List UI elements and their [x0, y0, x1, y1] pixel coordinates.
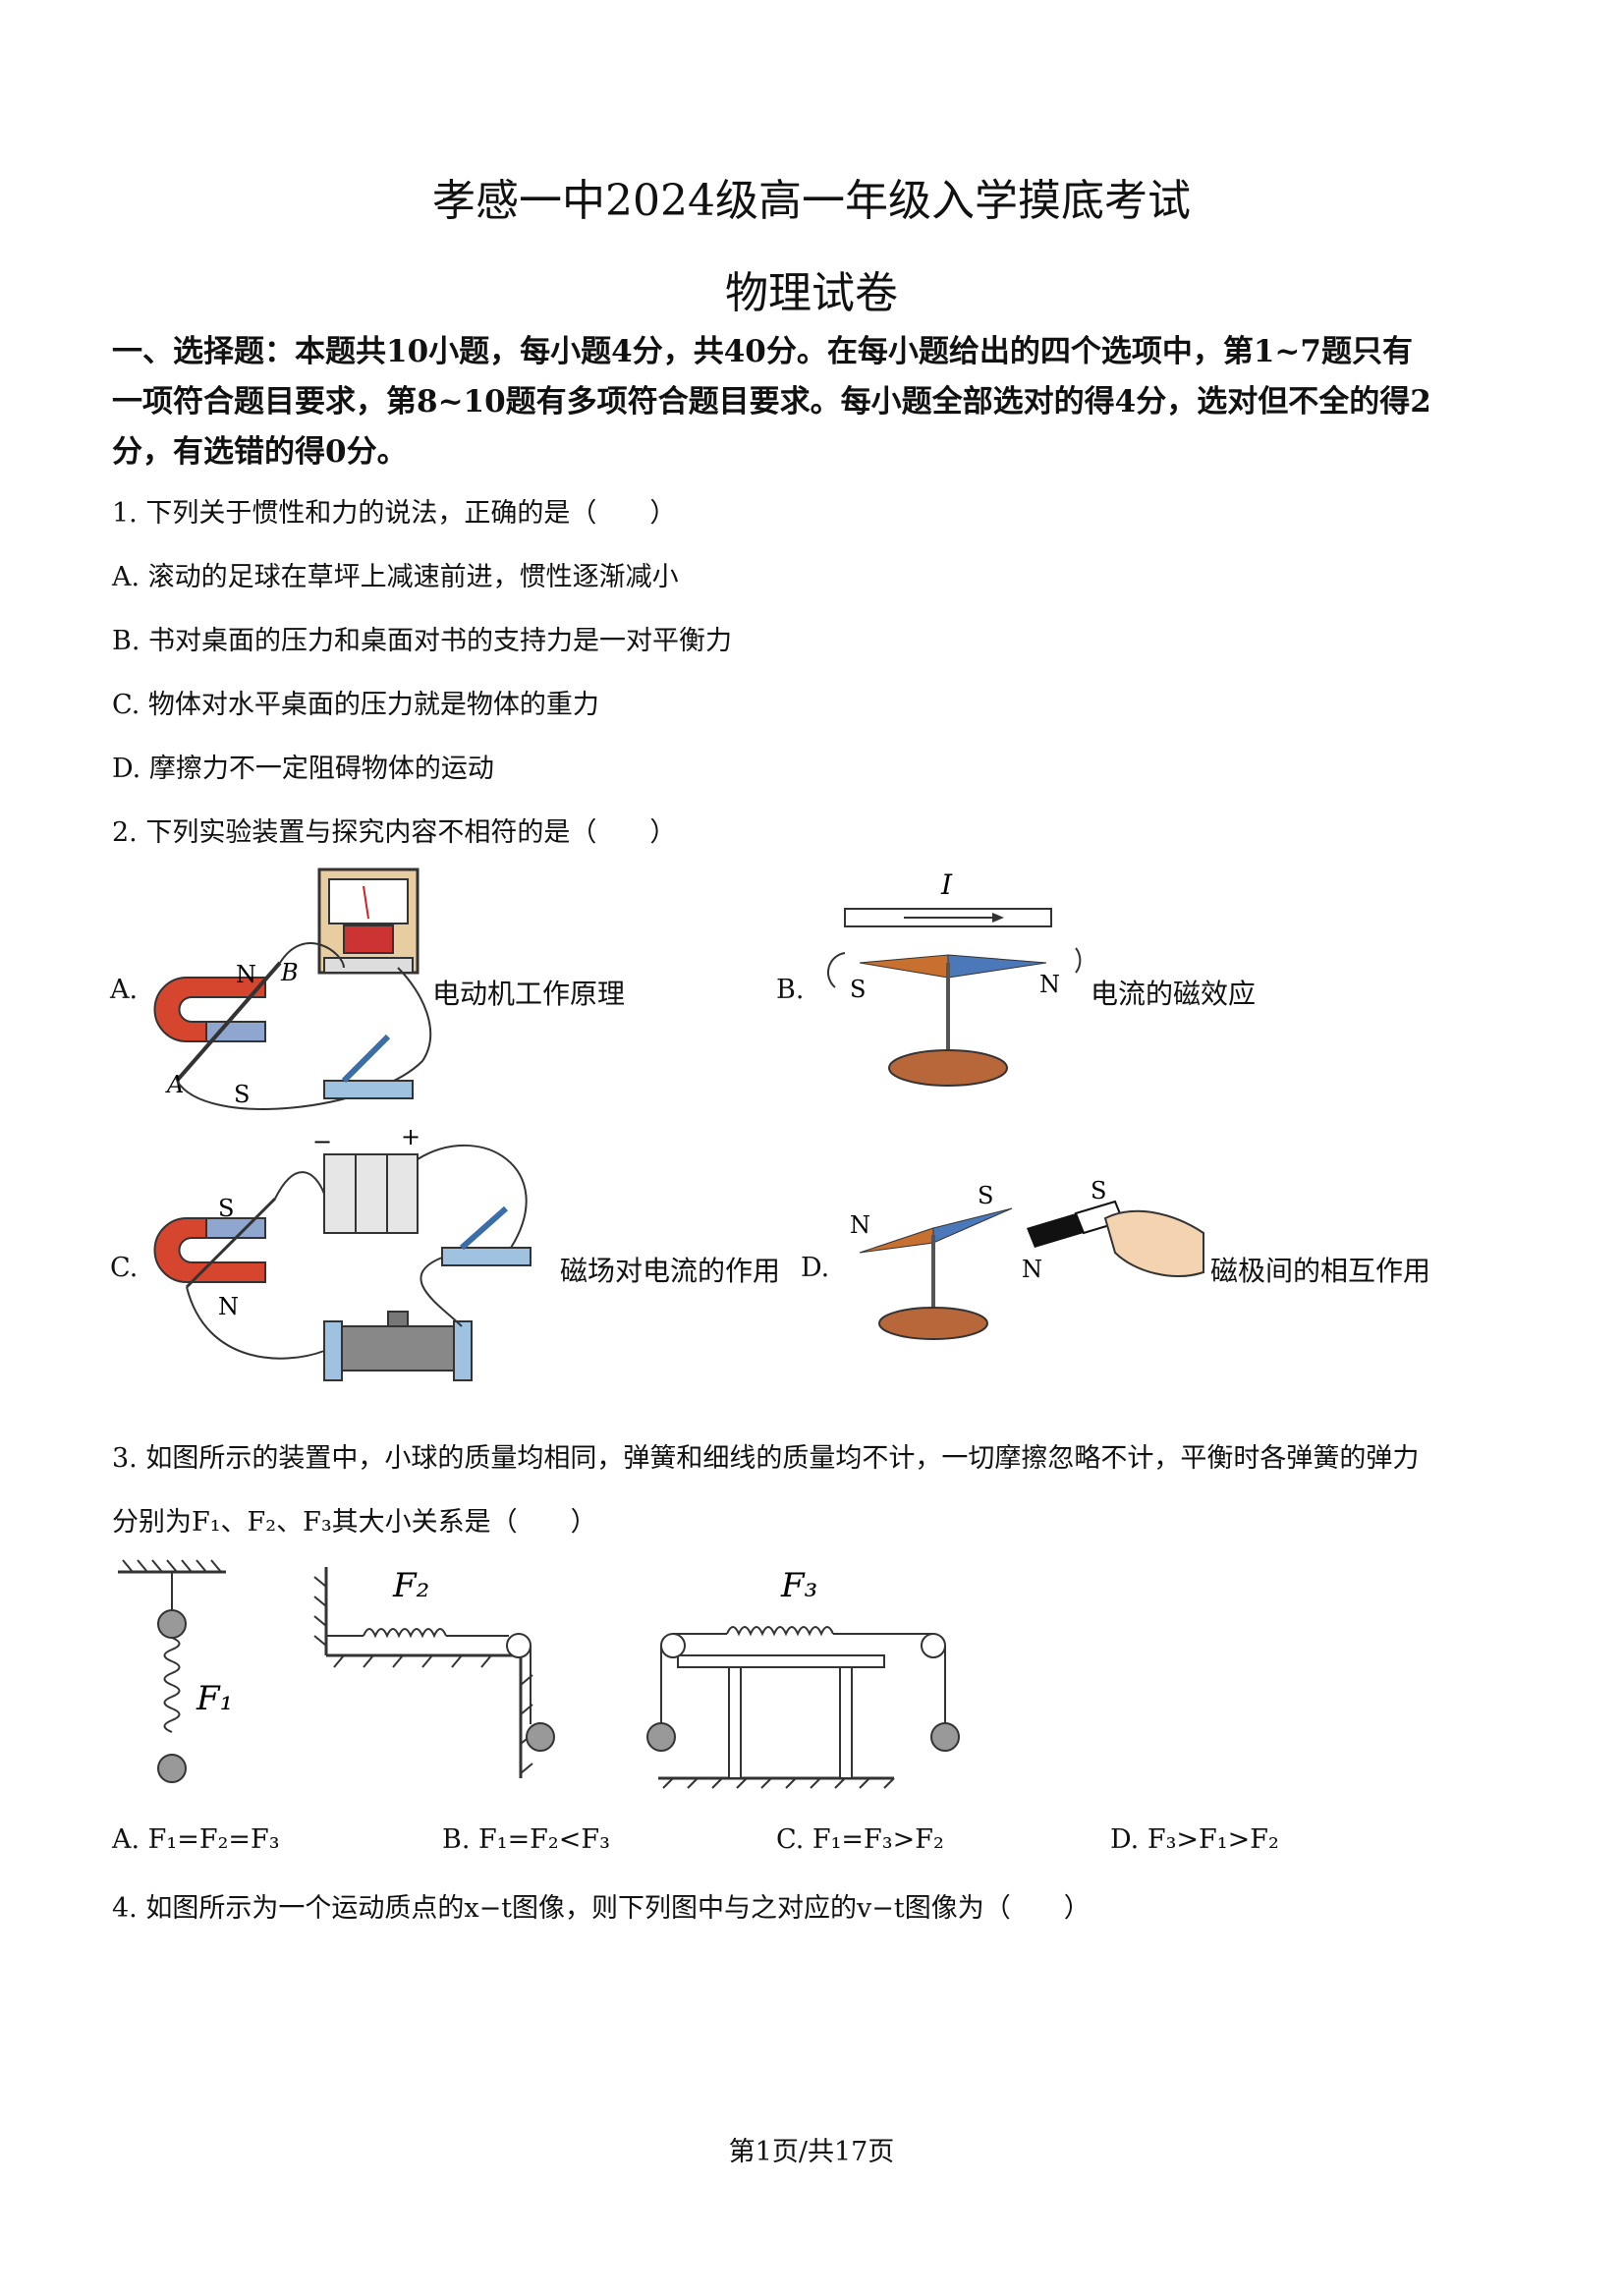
q2-a-letter: A. [110, 975, 139, 1005]
q2-b-letter: B. [776, 975, 805, 1005]
needle-s-right-label: S [978, 1182, 993, 1209]
q1-option-b: B. 书对桌面的压力和桌面对书的支持力是一对平衡力 [112, 626, 733, 656]
q2-c-caption: 磁场对电流的作用 [560, 1255, 781, 1287]
needle-n-left-label: N [850, 1211, 870, 1239]
q1-option-d: D. 摩擦力不一定阻碍物体的运动 [112, 754, 494, 784]
section-line-1: 一、选择题：本题共10小题，每小题4分，共40分。在每小题给出的四个选项中，第1… [112, 334, 1413, 369]
subject-title: 物理试卷 [725, 268, 898, 318]
motor-n-label: N [236, 961, 256, 988]
motor-a-label: A [165, 1071, 184, 1098]
q3-option-a: A. F₁=F₂=F₃ [112, 1824, 280, 1855]
f3-label: F₃ [780, 1566, 817, 1605]
motor-principle-figure: N B A S [153, 868, 432, 1110]
oersted-figure: I S N [826, 868, 1082, 1087]
magnet-n-label: N [218, 1293, 239, 1320]
q4-stem: 4. 如图所示为一个运动质点的x−t图像，则下列图中与之对应的v−t图像为（ ） [112, 1893, 1091, 1924]
q2-stem: 2. 下列实验装置与探究内容不相符的是（ ） [112, 817, 677, 848]
section-line-3: 分，有选错的得0分。 [112, 434, 408, 470]
exam-title: 孝感一中2024级高一年级入学摸底考试 [432, 176, 1191, 226]
q1-option-a: A. 滚动的足球在草坪上减速前进，惯性逐渐减小 [112, 562, 679, 592]
q3-option-c: C. F₁=F₃>F₂ [776, 1824, 944, 1855]
q1-option-c: C. 物体对水平桌面的压力就是物体的重力 [112, 690, 599, 720]
q2-a-caption: 电动机工作原理 [432, 978, 626, 1010]
q2-d-letter: D. [801, 1253, 830, 1283]
q2-b-caption: 电流的磁效应 [1091, 978, 1257, 1010]
current-label: I [940, 868, 953, 901]
q2-c-letter: C. [110, 1253, 139, 1283]
q3-stem-line-1: 3. 如图所示的装置中，小球的质量均相同，弹簧和细线的质量均不计，一切摩擦忽略不… [112, 1443, 1420, 1474]
bar-s-label: S [1091, 1177, 1106, 1204]
battery-minus-label: − [312, 1130, 332, 1155]
q1-stem: 1. 下列关于惯性和力的说法，正确的是（ ） [112, 498, 677, 529]
force-on-current-figure: S N − + [153, 1130, 532, 1381]
motor-s-label: S [234, 1081, 250, 1108]
motor-b-label: B [280, 959, 299, 986]
section-line-2: 一项符合题目要求，第8~10题有多项符合题目要求。每小题全部选对的得4分，选对但… [112, 384, 1431, 420]
page-number: 第1页/共17页 [728, 2137, 895, 2167]
q3-option-b: B. F₁=F₂<F₃ [442, 1824, 610, 1855]
springs-figure: F₁ F₂ F₃ [118, 1559, 960, 1789]
q3-stem-line-2: 分别为F₁、F₂、F₃其大小关系是（ ） [112, 1507, 597, 1538]
section-instructions: 一、选择题：本题共10小题，每小题4分，共40分。在每小题给出的四个选项中，第1… [112, 327, 1527, 477]
f1-label: F₁ [196, 1679, 233, 1718]
magnet-s-label: S [218, 1195, 234, 1222]
bar-n-label: N [1022, 1256, 1042, 1283]
q2-d-caption: 磁极间的相互作用 [1210, 1255, 1431, 1287]
needle-s-label: S [850, 976, 866, 1003]
f2-label: F₂ [392, 1566, 429, 1605]
q3-option-d: D. F₃>F₁>F₂ [1110, 1824, 1279, 1855]
needle-n-label: N [1039, 971, 1060, 998]
magnetic-poles-figure: N S S N [850, 1177, 1204, 1340]
battery-plus-label: + [401, 1130, 420, 1150]
